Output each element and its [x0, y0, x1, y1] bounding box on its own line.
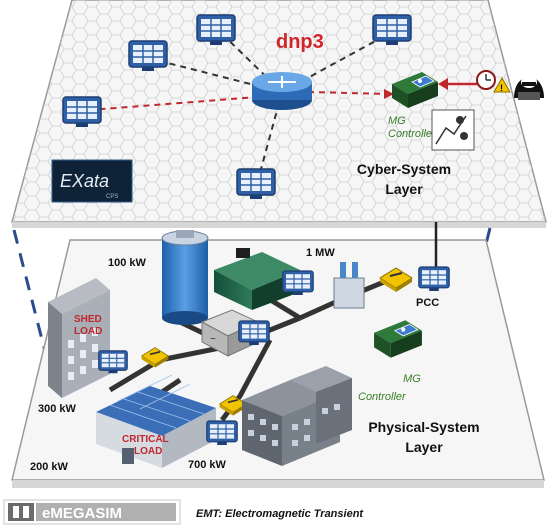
pcc-label: PCC: [416, 297, 439, 309]
monitor-icon: [372, 14, 412, 46]
physical-controller-label: Controller: [358, 391, 407, 403]
shed-load-rating: 300 kW: [38, 403, 77, 415]
physical-layer-title: Physical-System: [368, 419, 479, 435]
warning-icon: !: [493, 76, 511, 93]
opal-logo-icon: [8, 503, 34, 521]
monitor-icon: [282, 270, 314, 296]
cyber-layer-subtitle: Layer: [385, 181, 423, 197]
footer: eMEGASIM EMT: Electromagnetic Transient: [3, 499, 364, 525]
transformer-icon: [333, 262, 365, 309]
hacker-icon: [514, 76, 544, 100]
svg-text:MG Controller: MG Controller: [388, 115, 437, 140]
cyber-controller-label-line2: Controller: [388, 128, 437, 140]
industrial-rating: 700 kW: [188, 459, 227, 471]
monitor-icon: [206, 420, 238, 446]
monitor-icon: [98, 350, 128, 374]
monitor-icon: [236, 168, 276, 200]
exata-sub: CPS: [106, 194, 118, 200]
protocol-label: dnp3: [276, 31, 324, 53]
cyber-controller-label: MG: [388, 115, 406, 127]
shed-load-building: [48, 278, 110, 398]
physical-layer: 100 kW 1 MW ~ PCC MG: [11, 222, 545, 488]
clock-icon: [476, 70, 496, 90]
critical-load-label-line2: LOAD: [134, 446, 162, 457]
monitor-icon: [196, 14, 236, 46]
shed-load-label-line2: LOAD: [74, 326, 102, 337]
exata-logo: EXata CPS: [51, 159, 133, 203]
battery-rating: 100 kW: [108, 257, 147, 269]
arrow-right-icon: [384, 89, 394, 99]
physical-controller-label-line: MG: [403, 373, 421, 385]
shed-load-label: SHED: [74, 314, 102, 325]
physical-layer-subtitle: Layer: [405, 439, 443, 455]
attack-link: [307, 91, 391, 95]
svg-text:!: !: [500, 83, 503, 93]
emegasim-brand: eMEGASIM: [42, 505, 122, 522]
monitor-icon: [238, 320, 270, 346]
monitor-icon: [128, 40, 168, 72]
industrial-buildings: [242, 366, 352, 466]
svg-text:~: ~: [210, 334, 216, 345]
monitor-icon: [418, 266, 450, 292]
attack-link: [89, 95, 271, 111]
battery-icon: [161, 230, 209, 325]
generator-rating: 1 MW: [306, 247, 335, 259]
chart-icon: [431, 109, 475, 151]
cyber-layer: dnp3 MG Controller !: [11, 0, 547, 228]
critical-load-label: CRITICAL: [122, 434, 169, 445]
router-icon: [252, 72, 312, 110]
exata-brand: EXata: [60, 171, 109, 191]
footer-caption: EMT: Electromagnetic Transient: [196, 508, 364, 520]
critical-load-rating: 200 kW: [30, 461, 69, 473]
critical-load-building: [96, 374, 216, 468]
cyber-layer-title: Cyber-System: [357, 161, 451, 177]
monitor-icon: [62, 96, 102, 128]
arrow-left-icon: [438, 78, 448, 90]
